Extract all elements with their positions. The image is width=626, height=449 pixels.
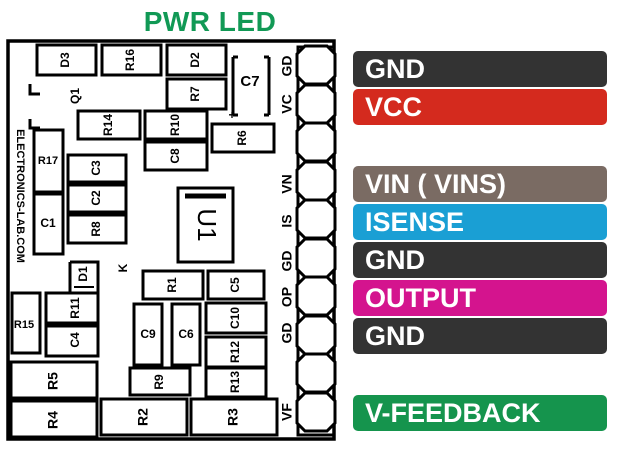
label-c10: C10 bbox=[228, 307, 242, 329]
pin-silk-vc-2: VC bbox=[279, 94, 295, 113]
pin-pad-8 bbox=[295, 314, 337, 356]
pin-silk-gd-5: GD bbox=[279, 251, 295, 272]
label-r14: R14 bbox=[101, 114, 115, 136]
label-r15: R15 bbox=[14, 319, 34, 331]
pin-silk-op-6: OP bbox=[279, 287, 295, 307]
label-r16: R16 bbox=[123, 49, 137, 71]
pin-pad-9 bbox=[295, 352, 337, 394]
label-r2: R2 bbox=[135, 408, 151, 426]
pin-silk-vn-3: VN bbox=[279, 174, 295, 193]
label-c5: C5 bbox=[228, 277, 242, 293]
pin-label-output: OUTPUT bbox=[353, 280, 607, 316]
r1-outline bbox=[141, 269, 205, 301]
label-c9: C9 bbox=[140, 327, 156, 341]
pin-label-isense: ISENSE bbox=[353, 204, 607, 240]
pin-label-vcc: VCC bbox=[353, 89, 607, 125]
label-d2: D2 bbox=[188, 52, 202, 68]
label-r3: R3 bbox=[225, 408, 241, 426]
r10-outline bbox=[143, 109, 209, 141]
label-r8: R8 bbox=[89, 221, 103, 237]
r2-outline bbox=[99, 397, 189, 437]
label-u1: U1 bbox=[192, 208, 222, 241]
c10-outline bbox=[204, 301, 268, 335]
r3-outline bbox=[189, 397, 279, 437]
label-d1: D1 bbox=[76, 266, 90, 282]
pin-silk-vf-8: VF bbox=[279, 403, 295, 421]
label-c7: C7 bbox=[240, 73, 259, 90]
r15-outline bbox=[10, 291, 42, 355]
pin-pad-10 bbox=[295, 391, 337, 433]
c4-outline bbox=[44, 324, 100, 358]
u1-outline bbox=[176, 186, 235, 264]
r4-outline bbox=[9, 399, 99, 439]
pin-silk-is-4: IS bbox=[279, 214, 295, 227]
board-title: PWR LED bbox=[143, 6, 277, 37]
label-r11: R11 bbox=[68, 297, 82, 319]
r14-outline bbox=[76, 109, 142, 141]
r8-outline bbox=[66, 213, 128, 245]
pin-pad-4 bbox=[295, 160, 337, 202]
r5-outline bbox=[9, 360, 99, 400]
label-c8: C8 bbox=[168, 148, 182, 164]
c1-outline bbox=[32, 192, 65, 256]
pin-header bbox=[295, 44, 337, 437]
pin-silk-gd-7: GD bbox=[279, 323, 295, 344]
label-d3: D3 bbox=[58, 52, 72, 68]
pin-pad-1 bbox=[295, 44, 337, 86]
label-r5: R5 bbox=[45, 372, 61, 390]
r7-outline bbox=[165, 77, 228, 111]
label-r1: R1 bbox=[165, 277, 179, 293]
c6-outline bbox=[170, 302, 202, 367]
pin-label-v-feedback: V-FEEDBACK bbox=[353, 395, 607, 431]
label-plus: + bbox=[228, 108, 235, 122]
label-r9: R9 bbox=[152, 374, 166, 390]
pin-pad-5 bbox=[295, 198, 337, 240]
q1-outline bbox=[28, 84, 40, 130]
side-text-website: ELECTRONICS-LAB.COM bbox=[14, 129, 26, 263]
pin-label-gnd: GND bbox=[353, 318, 607, 354]
pin-label-gnd: GND bbox=[353, 51, 607, 87]
pin-pad-6 bbox=[295, 237, 337, 279]
r17-outline bbox=[32, 128, 65, 194]
label-c4: C4 bbox=[68, 332, 82, 348]
c2-outline bbox=[66, 183, 128, 214]
pin-silk-gd-1: GD bbox=[279, 56, 295, 77]
c7-outline bbox=[231, 55, 238, 117]
label-c2: C2 bbox=[89, 190, 103, 206]
label-r17: R17 bbox=[38, 155, 58, 167]
pin-label-gnd: GND bbox=[353, 242, 607, 278]
label-k: K bbox=[116, 263, 130, 272]
pin-pad-7 bbox=[295, 275, 337, 317]
label-c3: C3 bbox=[89, 160, 103, 176]
label-r12: R12 bbox=[228, 341, 242, 363]
label-r10: R10 bbox=[168, 114, 182, 136]
d1-outline bbox=[68, 260, 100, 292]
r16-outline bbox=[100, 43, 163, 77]
d2-outline bbox=[165, 43, 228, 77]
pin-silk-labels: GD VC VN IS GD OP GD VF bbox=[279, 56, 295, 421]
r6-outline bbox=[210, 122, 276, 154]
label-c6: C6 bbox=[178, 327, 194, 341]
r11-outline bbox=[44, 291, 100, 325]
c8-outline bbox=[143, 140, 209, 172]
c3-outline bbox=[66, 153, 128, 184]
r9-outline bbox=[128, 366, 192, 397]
label-r7: R7 bbox=[188, 86, 202, 102]
c9-outline bbox=[132, 302, 164, 367]
pin-pad-2 bbox=[295, 83, 337, 125]
pin-pad-3 bbox=[295, 121, 337, 163]
label-r4: R4 bbox=[45, 411, 61, 429]
label-r13: R13 bbox=[228, 371, 242, 393]
label-r6: R6 bbox=[235, 130, 249, 146]
label-q1: Q1 bbox=[68, 88, 82, 104]
c5-outline bbox=[206, 269, 266, 301]
d3-outline bbox=[35, 43, 98, 77]
pin-label-vin-vins: VIN ( VINS) bbox=[353, 166, 607, 202]
r13-outline bbox=[204, 366, 268, 399]
label-c1: C1 bbox=[40, 216, 56, 230]
